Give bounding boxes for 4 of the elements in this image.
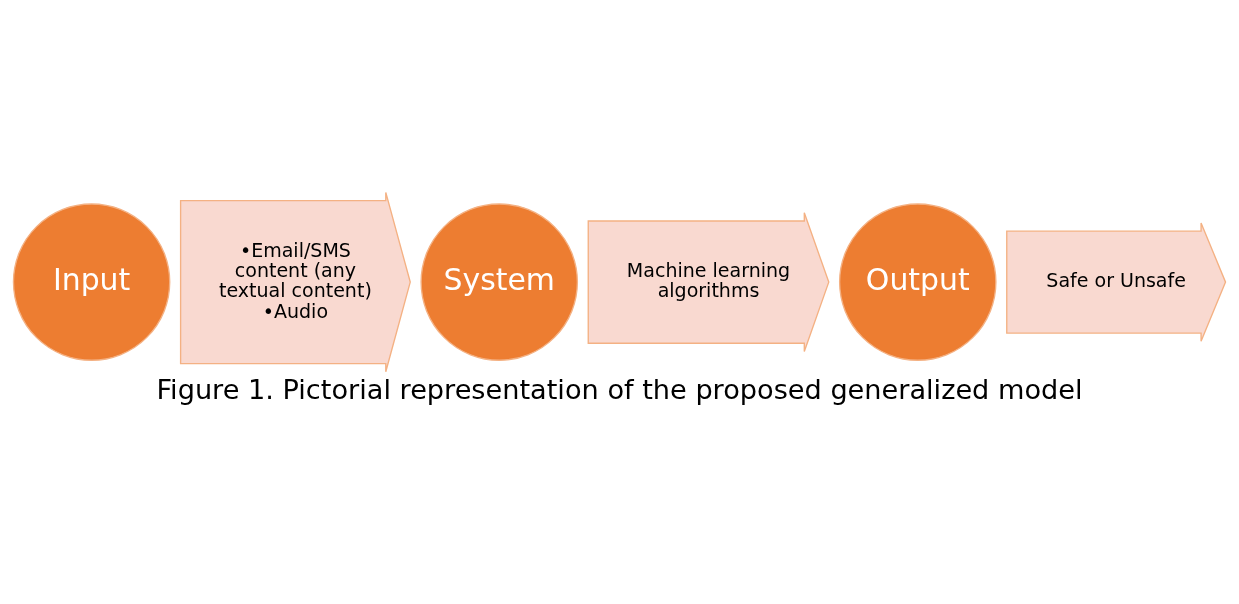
node-circle: Input — [12, 202, 171, 361]
node-circle: Output — [838, 202, 997, 361]
node-circle: System — [420, 202, 579, 361]
caption: Figure 1. Pictorial representation of the proposed generalized model — [156, 373, 1083, 405]
